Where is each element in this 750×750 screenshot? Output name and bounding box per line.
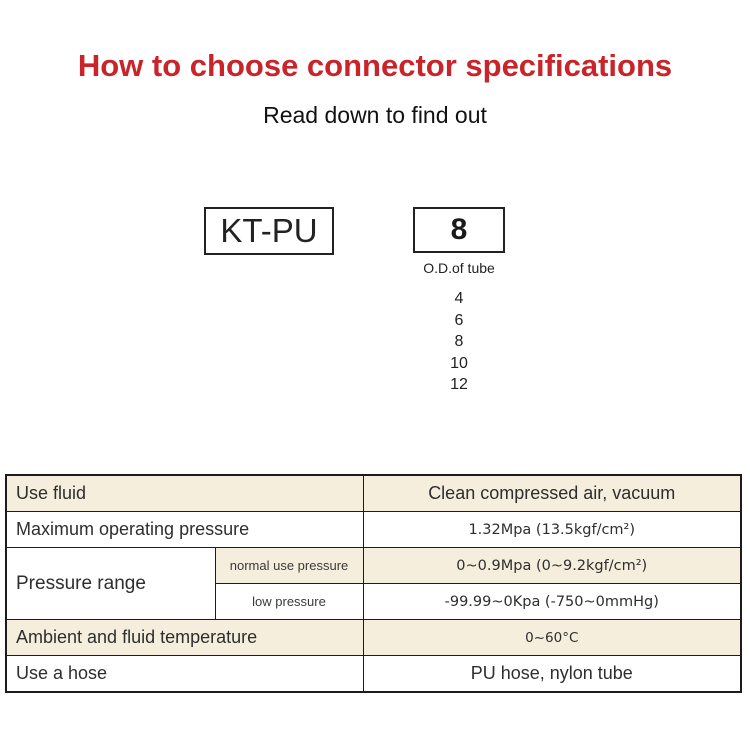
- spec-label-pressure-range: Pressure range: [5, 547, 216, 620]
- spec-value-normal-use-pressure: 0~0.9Mpa (0~9.2kgf/cm²): [362, 547, 742, 584]
- selected-size-text: 8: [450, 213, 468, 246]
- table-row: Use fluid Clean compressed air, vacuum: [5, 474, 742, 512]
- table-row: low pressure -99.99~0Kpa (-750~0mmHg): [6, 583, 742, 620]
- spec-table: Use fluid Clean compressed air, vacuum M…: [5, 474, 742, 693]
- spec-value-low-pressure: -99.99~0Kpa (-750~0mmHg): [362, 583, 742, 620]
- tube-size-option: 4: [454, 290, 464, 307]
- table-row: Use a hose PU hose, nylon tube: [5, 655, 742, 693]
- od-of-tube-label: O.D.of tube: [423, 260, 495, 276]
- selected-size-box: 8: [413, 207, 505, 253]
- model-code-text: KT-PU: [220, 212, 318, 249]
- spec-label-use-fluid: Use fluid: [5, 474, 364, 512]
- table-row: Ambient and fluid temperature 0~60°C: [5, 619, 742, 656]
- spec-value-use-fluid: Clean compressed air, vacuum: [362, 474, 742, 512]
- spec-label-temperature: Ambient and fluid temperature: [5, 619, 364, 656]
- spec-label-use-a-hose: Use a hose: [5, 655, 364, 693]
- spec-sublabel-low-pressure: low pressure: [214, 583, 364, 620]
- spec-sublabel-normal-use-pressure: normal use pressure: [214, 547, 364, 584]
- spec-value-max-pressure: 1.32Mpa (13.5kgf/cm²): [362, 511, 742, 548]
- model-code-box: KT-PU: [204, 207, 334, 255]
- table-row: Maximum operating pressure 1.32Mpa (13.5…: [5, 511, 742, 548]
- tube-size-list: 4 6 8 10 12: [384, 288, 534, 396]
- table-row: Pressure range normal use pressure 0~0.9…: [5, 547, 742, 620]
- spec-value-temperature: 0~60°C: [362, 619, 742, 656]
- tube-size-option: 6: [454, 311, 464, 329]
- tube-size-option: 12: [450, 376, 468, 393]
- page-title: How to choose connector specifications: [77, 48, 673, 83]
- tube-size-option: 8: [454, 333, 464, 350]
- tube-size-option: 10: [450, 354, 468, 372]
- page-subtitle: Read down to find out: [263, 102, 487, 128]
- spec-value-use-a-hose: PU hose, nylon tube: [362, 655, 742, 693]
- spec-label-max-pressure: Maximum operating pressure: [5, 511, 364, 548]
